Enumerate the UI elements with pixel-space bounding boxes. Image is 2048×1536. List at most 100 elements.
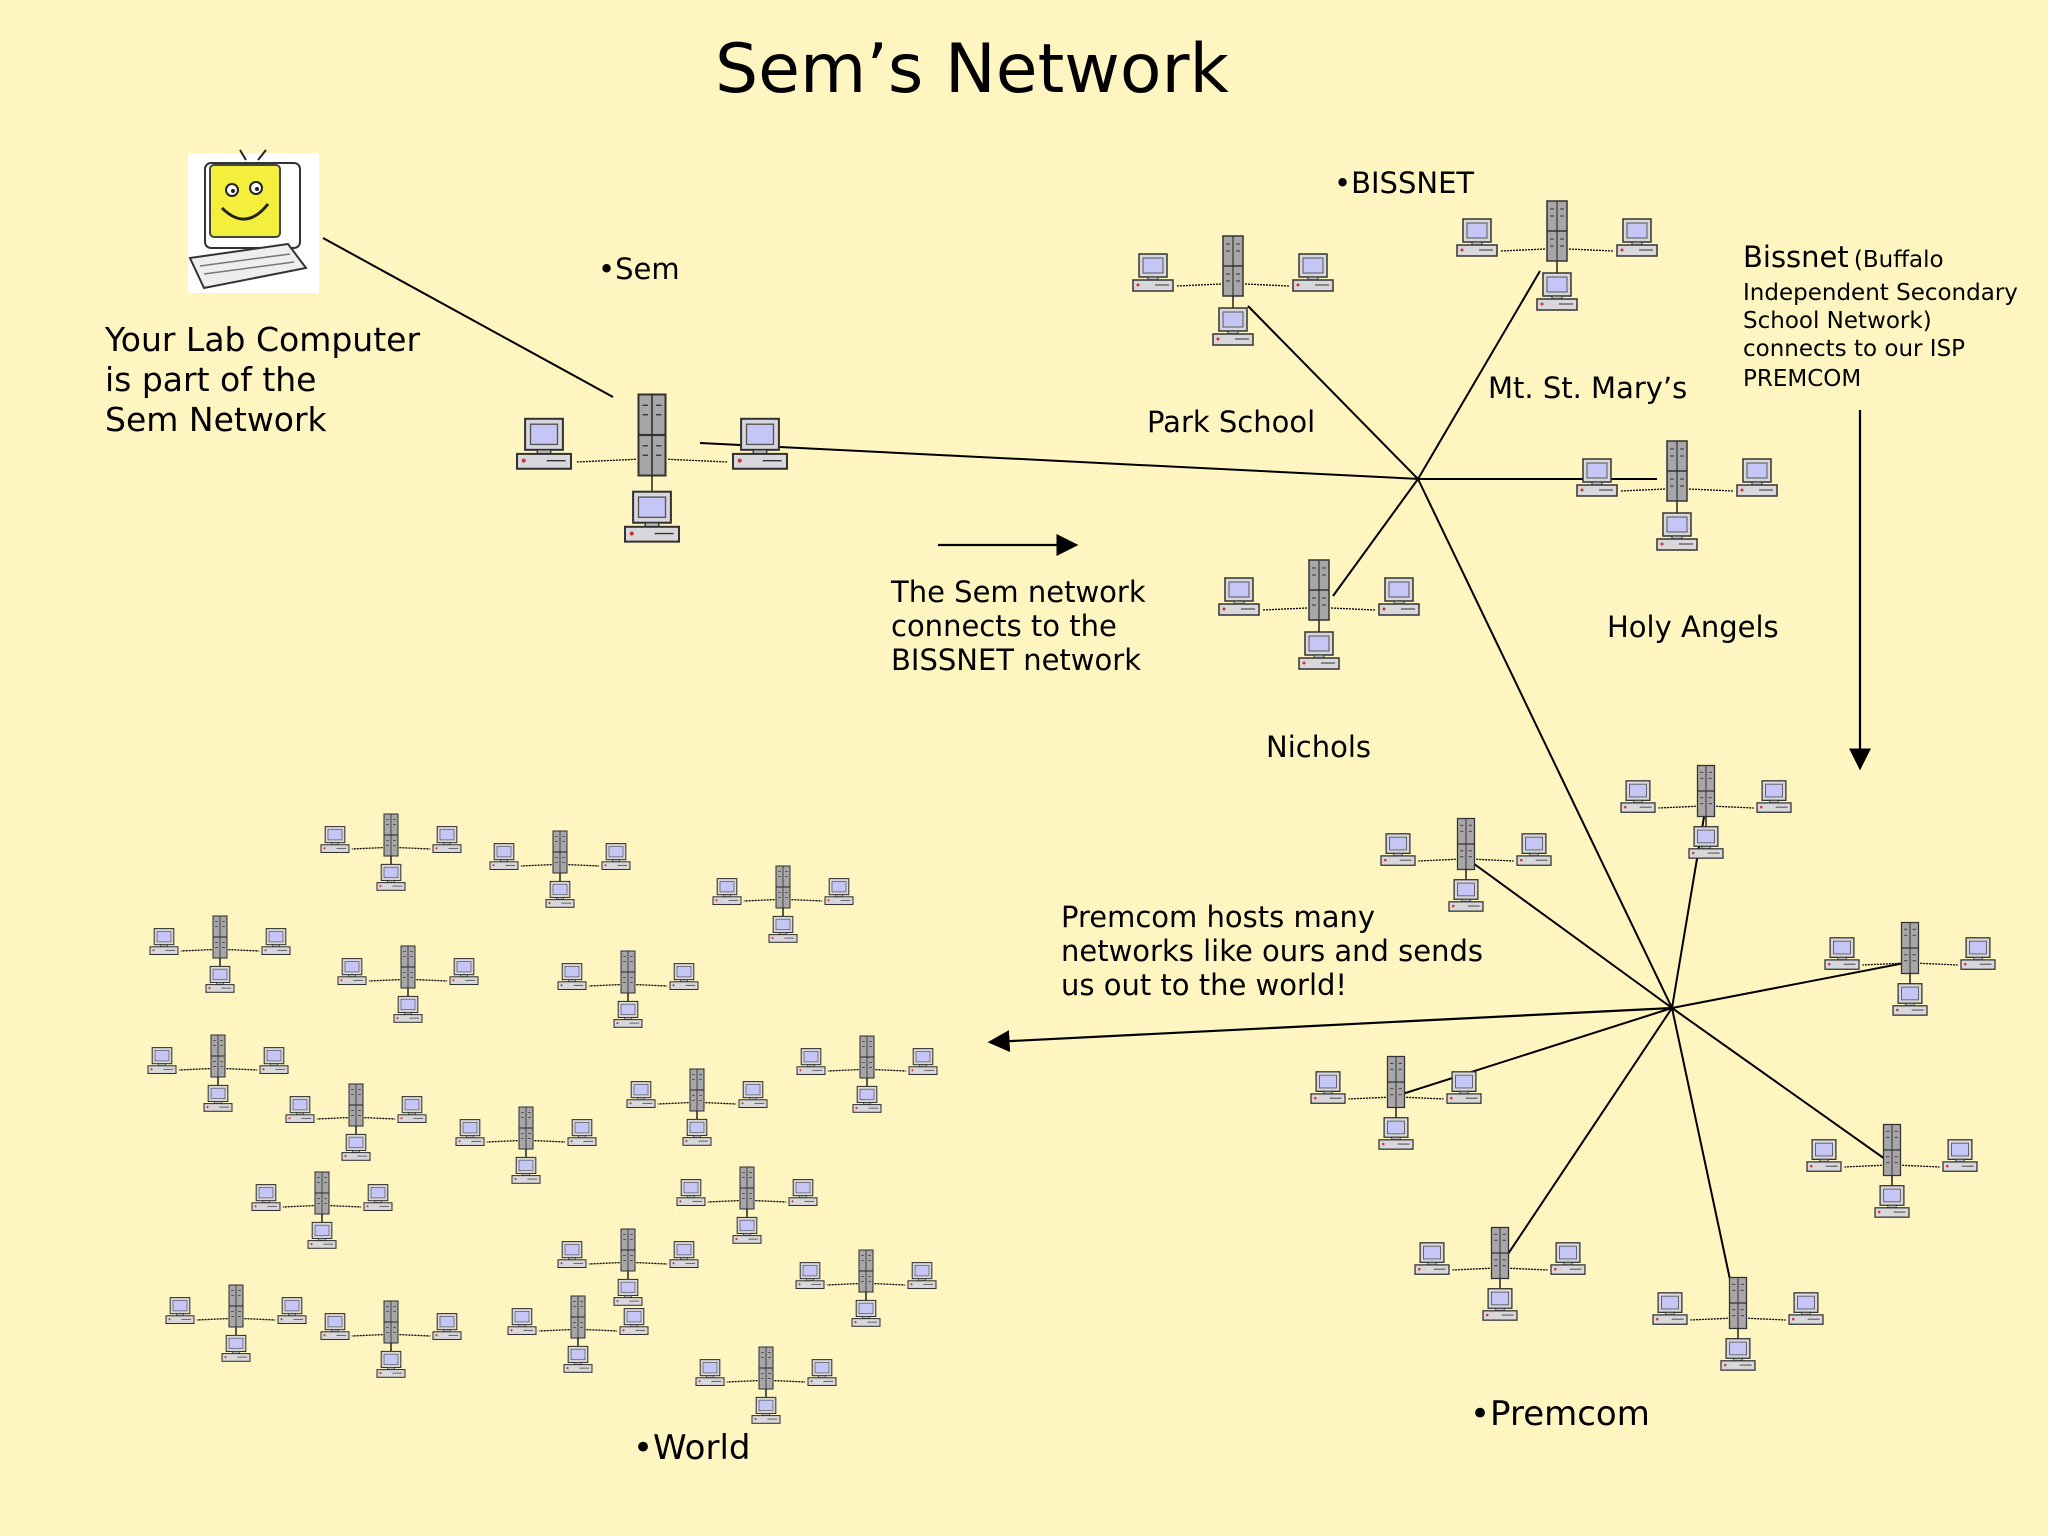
world-cluster-5 <box>337 945 479 1023</box>
computer-icon <box>907 1262 937 1290</box>
world-cluster-6 <box>557 950 699 1028</box>
server-icon <box>383 813 399 857</box>
premcom-cluster-7 <box>1652 1276 1824 1371</box>
premcom-cluster-2 <box>1380 817 1552 912</box>
computer-icon <box>203 1084 233 1112</box>
server-icon <box>1222 235 1244 297</box>
computer-icon <box>393 995 423 1023</box>
server-icon <box>620 1228 636 1272</box>
computer-icon <box>1218 577 1260 616</box>
mt-st-marys-cluster <box>1456 200 1658 311</box>
computer-icon <box>1736 458 1778 497</box>
computer-icon <box>1378 1117 1414 1150</box>
computer-icon <box>1414 1242 1450 1275</box>
world-cluster-15 <box>795 1249 937 1327</box>
premcom-cluster-5 <box>1806 1123 1978 1218</box>
lab-computer-icon <box>188 149 319 293</box>
holy-angels-label: Holy Angels <box>1607 610 1779 644</box>
world-cluster-7 <box>147 1034 289 1112</box>
sem-to-bissnet-caption: The Sem network connects to the BISSNET … <box>891 575 1146 677</box>
computer-icon <box>376 1350 406 1378</box>
holy-angels-cluster <box>1576 440 1778 551</box>
computer-icon <box>149 928 179 956</box>
server-icon <box>1386 1055 1406 1109</box>
server-icon <box>1696 764 1716 818</box>
page-title: Sem’s Network <box>715 30 1229 109</box>
mt-st-marys-label: Mt. St. Mary’s <box>1488 371 1688 405</box>
computer-icon <box>669 1241 699 1269</box>
lab-computer-caption: Your Lab Computer is part of the Sem Net… <box>105 320 421 439</box>
computer-icon <box>712 878 742 906</box>
computer-icon <box>796 1048 826 1076</box>
computer-icon <box>682 1118 712 1146</box>
computer-icon <box>601 843 631 871</box>
sem-label: •Sem <box>598 252 680 286</box>
computer-icon <box>449 958 479 986</box>
world-label: •World <box>633 1428 751 1468</box>
computer-icon <box>1824 937 1860 970</box>
premcom-cluster-6 <box>1414 1226 1586 1321</box>
server-icon <box>1728 1276 1748 1330</box>
world-cluster-1 <box>320 813 462 891</box>
computer-icon <box>455 1119 485 1147</box>
server-icon <box>859 1035 875 1079</box>
computer-icon <box>1446 1071 1482 1104</box>
computer-icon <box>1652 1292 1688 1325</box>
computer-icon <box>557 1241 587 1269</box>
computer-icon <box>1550 1242 1586 1275</box>
world-cluster-16 <box>165 1284 307 1362</box>
computer-icon <box>251 1184 281 1212</box>
computer-icon <box>613 1278 643 1306</box>
computer-icon <box>1576 458 1618 497</box>
computer-icon <box>795 1262 825 1290</box>
computer-icon <box>1516 833 1552 866</box>
computer-icon <box>908 1048 938 1076</box>
computer-icon <box>1536 272 1578 311</box>
computer-icon <box>676 1179 706 1207</box>
server-icon <box>228 1284 244 1328</box>
computer-icon <box>1656 512 1698 551</box>
computer-icon <box>623 490 681 543</box>
computer-icon <box>807 1359 837 1387</box>
server-icon <box>689 1068 705 1112</box>
server-icon <box>1308 559 1330 621</box>
computer-icon <box>619 1308 649 1336</box>
world-cluster-8 <box>285 1083 427 1161</box>
computer-icon <box>489 843 519 871</box>
premcom-cluster-3 <box>1824 921 1996 1016</box>
premcom-hub-spoke-5 <box>1671 1007 1893 1165</box>
world-cluster-17 <box>320 1300 462 1378</box>
computer-icon <box>165 1297 195 1325</box>
computer-icon <box>147 1047 177 1075</box>
computer-icon <box>669 963 699 991</box>
world-cluster-14 <box>557 1228 699 1306</box>
computer-icon <box>261 928 291 956</box>
premcom-hub-spoke-2 <box>1465 857 1673 1009</box>
computer-icon <box>824 878 854 906</box>
computer-icon <box>1482 1288 1518 1321</box>
premcom-cluster-4 <box>1310 1055 1482 1150</box>
computer-icon <box>277 1297 307 1325</box>
computer-icon <box>1806 1139 1842 1172</box>
hub-to-park-school-line <box>1247 305 1419 480</box>
premcom-hub-spoke-6 <box>1499 1007 1673 1267</box>
computer-icon <box>515 417 573 470</box>
server-icon <box>212 915 228 959</box>
server-icon <box>1546 200 1568 262</box>
computer-icon <box>285 1096 315 1124</box>
world-cluster-3 <box>712 865 854 943</box>
server-icon <box>570 1295 586 1339</box>
computer-icon <box>1456 218 1498 257</box>
computer-icon <box>626 1081 656 1109</box>
server-icon <box>1882 1123 1902 1177</box>
server-icon <box>637 393 667 477</box>
computer-icon <box>1310 1071 1346 1104</box>
world-cluster-19 <box>695 1346 837 1424</box>
computer-icon <box>205 965 235 993</box>
world-cluster-11 <box>796 1035 938 1113</box>
computer-icon <box>1892 983 1928 1016</box>
computer-icon <box>307 1221 337 1249</box>
world-cluster-12 <box>676 1166 818 1244</box>
computer-icon <box>732 1216 762 1244</box>
